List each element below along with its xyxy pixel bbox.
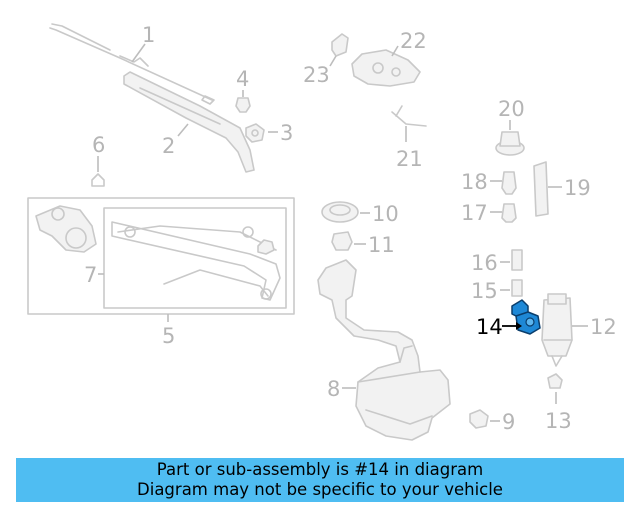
part-10-cap (321, 201, 359, 223)
part-5-linkage-assembly (27, 197, 295, 315)
part-2-wiper-arm (123, 71, 255, 173)
callout-8: 8 (327, 377, 340, 401)
part-16-tube (511, 249, 523, 271)
callout-1: 1 (142, 23, 155, 47)
part-12-washer-pump (541, 293, 573, 367)
callout-23: 23 (303, 63, 330, 87)
callout-19: 19 (564, 176, 591, 200)
callout-3: 3 (280, 121, 293, 145)
callout-20: 20 (498, 97, 525, 121)
part-11-filter (331, 231, 353, 251)
part-18-fitting (501, 171, 517, 195)
part-17-fitting (501, 203, 517, 223)
part-15-seal (511, 279, 523, 297)
callout-6: 6 (92, 133, 105, 157)
callout-14-highlighted: 14 (476, 315, 503, 339)
callout-5: 5 (162, 324, 175, 348)
callout-11: 11 (368, 233, 395, 257)
part-8-reservoir (317, 259, 451, 441)
callout-21: 21 (396, 147, 423, 171)
part-6-clip (91, 173, 105, 187)
callout-18: 18 (461, 170, 488, 194)
callout-15: 15 (471, 279, 498, 303)
part-14-connector-highlighted (511, 299, 541, 335)
part-grommet (257, 239, 275, 255)
part-4-cap (235, 97, 251, 113)
banner-line-1: Part or sub-assembly is #14 in diagram (156, 460, 484, 479)
banner-line-2: Diagram may not be specific to your vehi… (137, 480, 503, 499)
callout-10: 10 (372, 202, 399, 226)
part-9-nut (469, 409, 489, 429)
callout-22: 22 (400, 29, 427, 53)
callout-17: 17 (461, 201, 488, 225)
part-3-nut (245, 123, 265, 143)
callout-4: 4 (236, 67, 249, 91)
callout-12: 12 (590, 315, 617, 339)
part-21-connector (391, 105, 427, 127)
callout-2: 2 (162, 134, 175, 158)
part-23-bracket (331, 33, 349, 57)
callout-16: 16 (471, 251, 498, 275)
part-20-grommet (495, 131, 525, 156)
part-13-grommet (547, 373, 563, 389)
callout-13: 13 (545, 409, 572, 433)
part-1-wiper-blade (49, 23, 215, 105)
info-banner: Part or sub-assembly is #14 in diagram D… (16, 458, 624, 502)
part-22-nozzle (351, 49, 421, 87)
part-19-hose (533, 161, 549, 217)
callout-9: 9 (502, 410, 515, 434)
callout-7: 7 (84, 263, 97, 287)
